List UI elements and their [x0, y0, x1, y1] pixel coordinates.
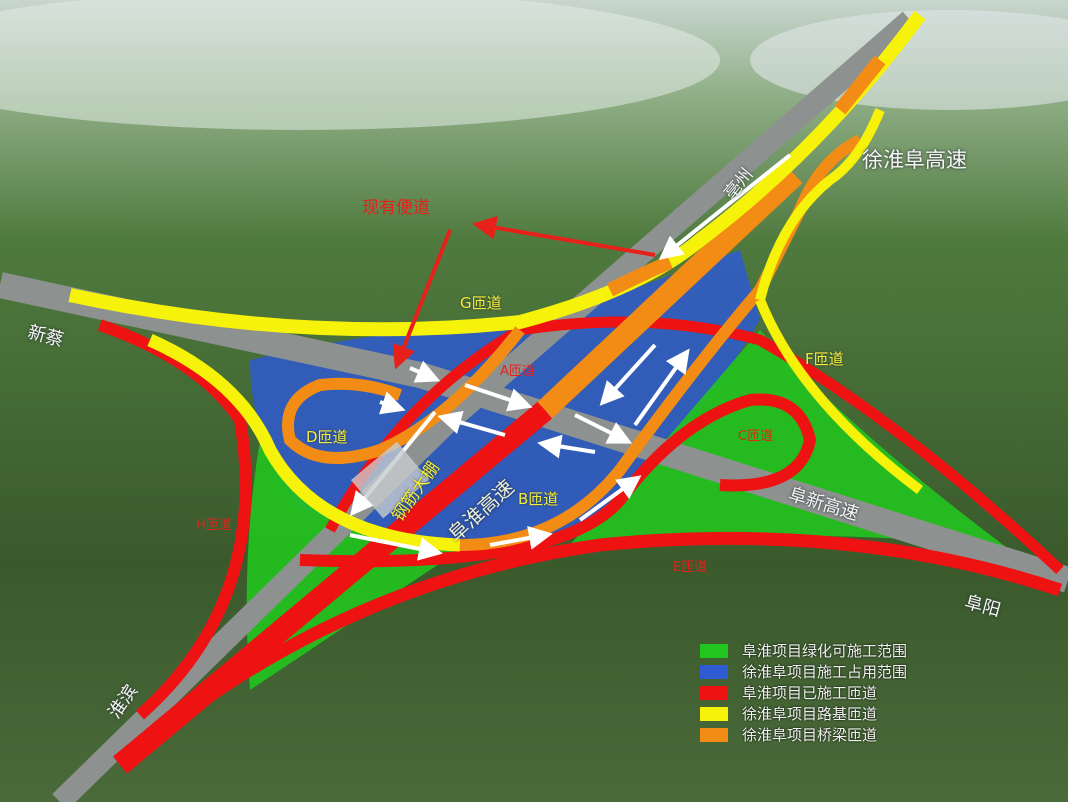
legend-item-built: 阜淮项目已施工匝道: [700, 682, 907, 703]
legend: 阜淮项目绿化可施工范围 徐淮阜项目施工占用范围 阜淮项目已施工匝道 徐淮阜项目路…: [700, 640, 907, 745]
pointer: [472, 215, 656, 257]
pointer: [392, 229, 452, 370]
a-ramp-label: A匝道: [500, 364, 535, 379]
legend-label: 徐淮阜项目桥梁匝道: [742, 726, 878, 744]
arrow: [489, 526, 553, 550]
legend-swatch: [700, 727, 728, 742]
arrow: [379, 391, 406, 415]
arrow: [349, 533, 443, 561]
d-ramp-subgrade: [147, 334, 461, 552]
arrow: [437, 410, 506, 437]
c-ramp: [299, 393, 817, 568]
c-ramp-label: C匝道: [738, 429, 774, 444]
arrow: [599, 343, 657, 406]
arrow: [633, 348, 690, 427]
mist: [0, 0, 720, 130]
legend-item-subgrade: 徐淮阜项目路基匝道: [700, 703, 907, 724]
legend-label: 徐淮阜项目路基匝道: [742, 705, 878, 723]
legend-swatch: [700, 685, 728, 700]
legend-swatch: [700, 643, 728, 658]
traffic-arrows: [349, 153, 792, 561]
b-ramp-label: B匝道: [518, 490, 559, 508]
arrow: [409, 360, 441, 383]
g-ramp-bridge: [834, 55, 886, 115]
fuhuai-built-segment: [112, 401, 553, 774]
legend-item-greening: 阜淮项目绿化可施工范围: [700, 640, 907, 661]
steel-shed: [350, 441, 430, 519]
legend-item-occupied: 徐淮阜项目施工占用范围: [700, 661, 907, 682]
g-ramp: [68, 10, 926, 337]
existing-road-label: 现有便道: [362, 198, 430, 218]
f-ramp-top: [755, 108, 885, 302]
greening-zone: [560, 330, 1010, 555]
legend-item-bridge: 徐淮阜项目桥梁匝道: [700, 724, 907, 745]
existing-road-pointers: [392, 215, 656, 370]
arrow: [574, 413, 633, 444]
g-ramp-label: G匝道: [460, 294, 502, 312]
legend-swatch: [700, 706, 728, 721]
arrow: [464, 383, 533, 412]
legend-label: 阜淮项目已施工匝道: [742, 684, 878, 702]
legend-label: 阜淮项目绿化可施工范围: [742, 642, 908, 660]
legend-swatch: [700, 664, 728, 679]
e-ramp-label: E匝道: [673, 560, 708, 575]
arrow: [658, 153, 792, 260]
f-ramp-label: F匝道: [805, 350, 844, 368]
d-ramp-label: D匝道: [306, 428, 348, 446]
h-ramp-label: H匝道: [196, 518, 232, 533]
f-ramp: [755, 298, 924, 494]
arrow: [537, 434, 596, 459]
g-ramp-bridge: [606, 255, 673, 297]
fuhuai-bridge-segment: [537, 166, 803, 419]
d-ramp: [282, 326, 525, 464]
a-ramp: [325, 316, 1064, 575]
xuhuaifu-label: 徐淮阜高速: [862, 148, 967, 172]
legend-label: 徐淮阜项目施工占用范围: [742, 663, 908, 681]
e-ramp: [145, 531, 1063, 746]
arrow: [578, 475, 642, 522]
